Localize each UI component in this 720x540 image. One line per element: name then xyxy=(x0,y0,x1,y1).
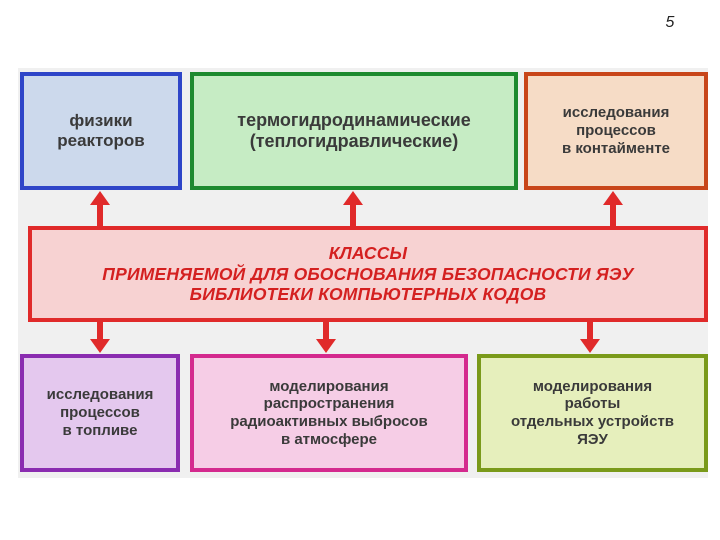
arrow-to-devices xyxy=(580,322,600,353)
arrow-to-reactor xyxy=(90,191,110,226)
fuel-processes-box: исследования процессов в топливе xyxy=(20,354,180,472)
central-classes-box: КЛАССЫ ПРИМЕНЯЕМОЙ ДЛЯ ОБОСНОВАНИЯ БЕЗОП… xyxy=(28,226,708,322)
containment-label: исследования процессов в контайменте xyxy=(561,104,671,157)
device-modeling-box: моделирования работы отдельных устройств… xyxy=(477,354,708,472)
fuel-processes-label: исследования процессов в топливе xyxy=(46,386,154,439)
central-classes-label: КЛАССЫ ПРИМЕНЯЕМОЙ ДЛЯ ОБОСНОВАНИЯ БЕЗОП… xyxy=(102,243,634,305)
thermohydraulic-label: термогидродинамические (теплогидравличес… xyxy=(237,109,471,151)
arrow-to-atmos xyxy=(316,322,336,353)
device-modeling-label: моделирования работы отдельных устройств… xyxy=(510,377,675,448)
reactor-physics-label: физики реакторов xyxy=(57,110,145,150)
arrow-to-fuel xyxy=(90,322,110,353)
atmospheric-release-box: моделирования распространения радиоактив… xyxy=(190,354,468,472)
page-number: 5 xyxy=(665,14,675,31)
thermohydraulic-box: термогидродинамические (теплогидравличес… xyxy=(190,72,518,190)
arrow-to-thermo xyxy=(343,191,363,226)
atmospheric-release-label: моделирования распространения радиоактив… xyxy=(230,377,428,448)
arrow-to-containment xyxy=(603,191,623,226)
reactor-physics-box: физики реакторов xyxy=(20,72,182,190)
containment-box: исследования процессов в контайменте xyxy=(524,72,708,190)
